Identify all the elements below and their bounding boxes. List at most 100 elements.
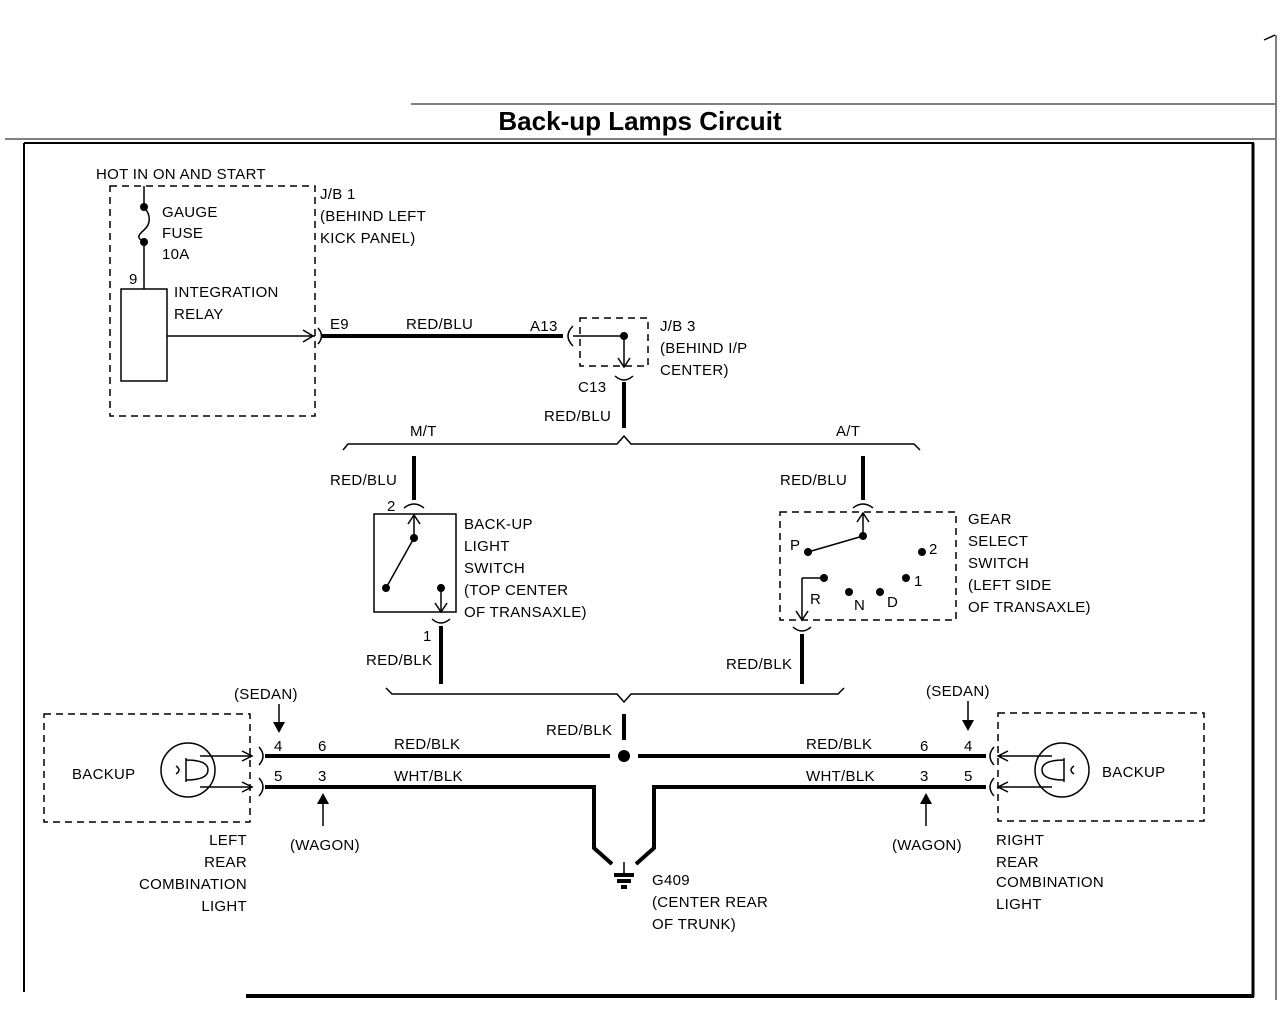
left-bulb-filament-icon [175, 758, 209, 782]
right-sedan-label: (SEDAN) [926, 683, 990, 700]
wire-label-red-blu-down: RED/BLU [544, 408, 611, 425]
gear-position-p-dot [804, 548, 812, 556]
wire-label-red-blu-mt: RED/BLU [330, 472, 397, 489]
right-rear-combination-light-box [997, 712, 1205, 822]
jb3-dashed-box [579, 317, 649, 367]
right-wagon-label: (WAGON) [892, 837, 962, 854]
backup-switch-pin2-connector-icon [403, 503, 425, 509]
left-backup-bulb-icon [160, 742, 216, 798]
left-light-name-line3: COMBINATION [139, 876, 247, 893]
right-light-name-line2: REAR [996, 854, 1039, 871]
gear-position-2-dot [918, 548, 926, 556]
left-light-name-line1: LEFT [209, 832, 247, 849]
right-pin-5: 5 [964, 768, 973, 785]
gear-position-2-label: 2 [929, 541, 938, 558]
ground-label-line3: OF TRUNK) [652, 916, 736, 933]
left-wagon-arrow-icon [317, 793, 329, 804]
wht-blk-wire-left [265, 785, 614, 866]
right-backup-bulb-icon [1034, 742, 1090, 798]
wire-label-red-blk-left: RED/BLK [394, 736, 460, 753]
backup-light-switch-box [373, 513, 457, 613]
backup-switch-output-arrow-icon [434, 602, 448, 614]
a13-connector-icon [567, 325, 574, 347]
branch-label-at: A/T [836, 423, 860, 440]
gear-switch-input-connector-icon [852, 503, 874, 509]
left-light-name-line4: LIGHT [201, 898, 247, 915]
right-lead-lower-arrow-icon [996, 781, 1009, 793]
wire-label-wht-blk-right: WHT/BLK [806, 768, 875, 785]
left-pin-5: 5 [274, 768, 283, 785]
right-light-name-line4: LIGHT [996, 896, 1042, 913]
right-light-name-line1: RIGHT [996, 832, 1044, 849]
gear-switch-label-line1: GEAR [968, 511, 1012, 528]
right-wagon-arrow-icon [920, 793, 932, 804]
gear-switch-input-arrow-icon [856, 511, 870, 523]
right-pin-4: 4 [964, 738, 973, 755]
gear-position-d-label: D [887, 594, 898, 611]
gear-position-p-label: P [790, 537, 800, 554]
jb3-label-line3: CENTER) [660, 362, 729, 379]
left-backup-lamp-label: BACKUP [72, 766, 136, 783]
backup-switch-label-line3: SWITCH [464, 560, 525, 577]
wire-label-red-blk-at: RED/BLK [726, 656, 792, 673]
center-splice-dot [618, 750, 630, 762]
wire-label-red-blu-at: RED/BLU [780, 472, 847, 489]
ground-label-line1: G409 [652, 872, 690, 889]
backup-switch-contact-arm [385, 537, 415, 589]
left-pin-4: 4 [274, 738, 283, 755]
backup-switch-label-line5: OF TRANSAXLE) [464, 604, 587, 621]
gear-switch-contact-arm [807, 535, 864, 553]
backup-switch-label-line1: BACK-UP [464, 516, 533, 533]
backup-switch-input-arrow-icon [407, 513, 421, 525]
ground-label-line2: (CENTER REAR [652, 894, 768, 911]
fuse-icon [138, 206, 150, 243]
right-bulb-filament-icon [1041, 758, 1075, 782]
right-upper-connector-icon [989, 746, 995, 766]
left-light-name-line2: REAR [204, 854, 247, 871]
gear-position-r-label: R [810, 591, 821, 608]
wire-label-red-blk-right: RED/BLK [806, 736, 872, 753]
fuse-label-line2: FUSE [162, 225, 203, 242]
jb3-label-line2: (BEHIND I/P [660, 340, 747, 357]
integration-relay-box [120, 288, 168, 382]
left-sedan-label: (SEDAN) [234, 686, 298, 703]
fuse-label-line1: GAUGE [162, 204, 218, 221]
wht-blk-wire-right [634, 785, 986, 866]
gear-switch-label-line5: OF TRANSAXLE) [968, 599, 1091, 616]
connector-c13-label: C13 [578, 379, 606, 396]
wire-label-red-blu-top: RED/BLU [406, 316, 473, 333]
hot-in-on-start-label: HOT IN ON AND START [96, 166, 266, 183]
gear-switch-label-line2: SELECT [968, 533, 1028, 550]
right-lower-connector-icon [989, 777, 995, 797]
backup-switch-contact-dot [382, 584, 390, 592]
gear-position-d-dot [876, 588, 884, 596]
left-pin-3: 3 [318, 768, 327, 785]
right-sedan-arrow-icon [962, 720, 974, 731]
gear-position-1-label: 1 [914, 573, 923, 590]
wire-label-wht-blk-left: WHT/BLK [394, 768, 463, 785]
relay-output-arrow-icon [302, 329, 315, 343]
fuse-label-line3: 10A [162, 246, 190, 263]
left-lower-connector-icon [258, 777, 264, 797]
left-wagon-label: (WAGON) [290, 837, 360, 854]
connector-a13-label: A13 [530, 318, 558, 335]
jb1-label-line1: J/B 1 [320, 186, 356, 203]
left-pin-6: 6 [318, 738, 327, 755]
gear-switch-label-line3: SWITCH [968, 555, 1029, 572]
left-rear-combination-light-box [43, 713, 251, 823]
right-lead-upper-arrow-icon [996, 750, 1009, 762]
right-light-name-line3: COMBINATION [996, 874, 1104, 891]
left-upper-connector-icon [258, 746, 264, 766]
left-lead-lower-arrow-icon [241, 781, 254, 793]
gear-position-n-label: N [854, 597, 865, 614]
backup-switch-label-line2: LIGHT [464, 538, 510, 555]
backup-switch-label-line4: (TOP CENTER [464, 582, 568, 599]
relay-label-line2: RELAY [174, 306, 224, 323]
gear-switch-label-line4: (LEFT SIDE [968, 577, 1052, 594]
gear-position-1-dot [902, 574, 910, 582]
backup-switch-pin1-connector-icon [431, 618, 451, 624]
gear-switch-output-arrow-icon [795, 610, 809, 622]
e9-connector-icon [317, 327, 323, 345]
wire-label-red-blk-center: RED/BLK [546, 722, 612, 739]
